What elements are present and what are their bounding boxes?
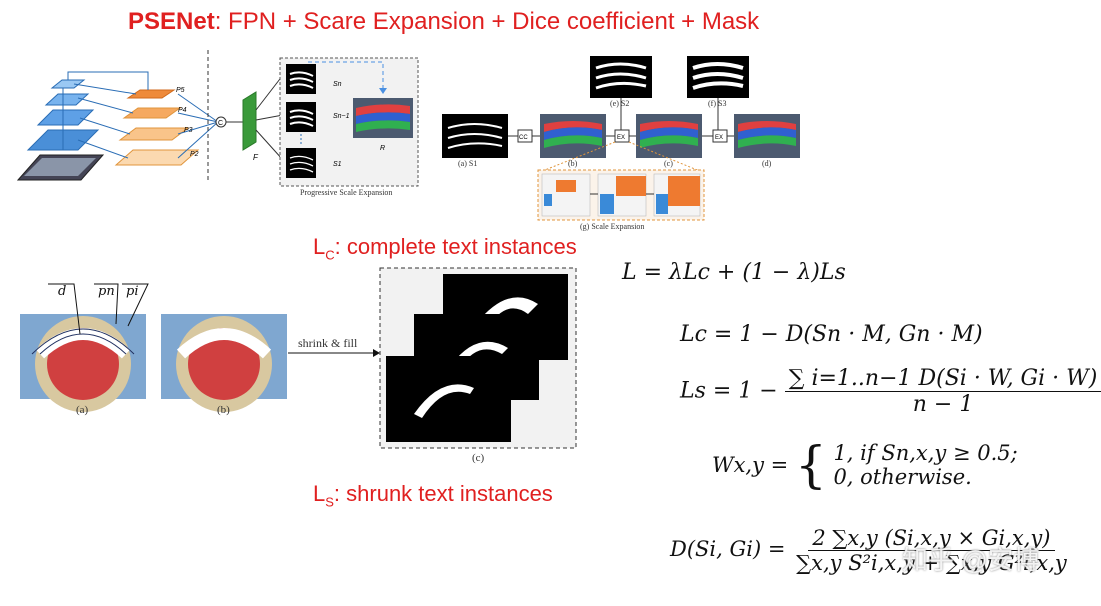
title-rest: : FPN + Scare Expansion + Dice coefficie…: [214, 8, 760, 35]
ls-main: L: [313, 481, 326, 506]
eq-lc: Lc = 1 − D(Sn · M, Gn · M): [680, 322, 983, 347]
label-p2: P2: [190, 151, 199, 158]
eq-dice: D(Si, Gi) = 2 ∑x,y (Si,x,y × Gi,x,y) ∑x,…: [670, 526, 1071, 575]
eq-d-frac: 2 ∑x,y (Si,x,y × Gi,x,y) ∑x,y S²i,x,y + …: [792, 526, 1071, 575]
lc-label: LC: complete text instances: [313, 234, 577, 262]
fpn-diagram: P5 P4 P3 P2 C F Sn Sn−1 S1 R: [16, 50, 419, 187]
label-p3: P3: [184, 127, 193, 134]
caption-d: (d): [762, 159, 772, 168]
label-pi: pi: [126, 284, 139, 299]
shrink-diagram: [20, 267, 577, 449]
label-f: F: [253, 153, 259, 162]
label-s1: S1: [333, 161, 342, 168]
op-ex-2: EX: [715, 135, 723, 141]
watermark: 知乎 @安博: [902, 545, 1040, 575]
scale-expansion-figure: CC EX EX (a) S1 (b) (c) (d) (e) S2 (f) S…: [440, 54, 810, 234]
title-bold: PSENet: [128, 8, 215, 35]
caption-bottom-a: (a): [76, 404, 89, 416]
lc-sub: C: [325, 247, 335, 263]
eq-d-den: ∑x,y S²i,x,y + ∑x,y G²i,x,y: [796, 551, 1067, 575]
eq-d-lhs: D(Si, Gi) =: [670, 537, 786, 561]
op-cc: CC: [519, 135, 528, 141]
eq-ls-den: n − 1: [912, 392, 974, 417]
eq-w-case2: 0, otherwise.: [833, 465, 972, 489]
label-c: C: [218, 120, 223, 127]
caption-bottom-c: (c): [472, 452, 485, 464]
eq-ls-num: ∑ i=1..n−1 D(Si · W, Gi · W): [784, 366, 1101, 392]
caption-c: (c): [664, 159, 673, 168]
label-d: d: [58, 284, 67, 299]
caption-f: (f) S3: [708, 99, 727, 108]
ls-sub: S: [325, 494, 334, 510]
caption-bottom-b: (b): [217, 404, 230, 416]
caption-a: (a) S1: [458, 159, 478, 168]
op-ex-1: EX: [617, 135, 625, 141]
eq-w-brace: {: [794, 436, 827, 494]
lc-rest: : complete text instances: [334, 234, 577, 259]
eq-w-case1: 1, if Sn,x,y ≥ 0.5;: [833, 441, 1018, 465]
eq-ls-frac: ∑ i=1..n−1 D(Si · W, Gi · W) n − 1: [784, 366, 1101, 417]
eq-w-cases: 1, if Sn,x,y ≥ 0.5; 0, otherwise.: [833, 441, 1017, 489]
eq-ls: Ls = 1 − ∑ i=1..n−1 D(Si · W, Gi · W) n …: [680, 366, 1101, 417]
label-sn: Sn: [333, 81, 342, 88]
caption-e: (e) S2: [610, 99, 630, 108]
label-p4: P4: [178, 107, 187, 114]
eq-w: Wx,y = { 1, if Sn,x,y ≥ 0.5; 0, otherwis…: [712, 440, 1018, 490]
eq-w-lhs: Wx,y =: [712, 453, 789, 477]
ls-rest: : shrunk text instances: [333, 481, 553, 506]
scale-expansion-diagram: CC EX EX: [442, 56, 800, 221]
ls-label: LS: shrunk text instances: [313, 481, 553, 509]
shrink-figure: d pn pi (a) (b) (c) shrink & fill: [18, 264, 583, 474]
label-p5: P5: [176, 87, 185, 94]
caption-b: (b): [568, 159, 578, 168]
label-r: R: [380, 145, 385, 152]
label-sn1: Sn−1: [333, 113, 350, 120]
eq-d-num: 2 ∑x,y (Si,x,y × Gi,x,y): [808, 526, 1055, 551]
fpn-caption: Progressive Scale Expansion: [300, 188, 393, 197]
eq-loss: L = λLc + (1 − λ)Ls: [622, 260, 846, 285]
slide-title: PSENet: FPN + Scare Expansion + Dice coe…: [128, 8, 759, 36]
caption-g: (g) Scale Expansion: [580, 222, 645, 231]
eq-ls-lhs: Ls = 1 −: [680, 378, 778, 404]
label-pn: pn: [98, 284, 115, 299]
lc-main: L: [313, 234, 326, 259]
fpn-figure: P5 P4 P3 P2 C F Sn Sn−1 S1 R Progressiv: [16, 50, 428, 200]
arrow-label: shrink & fill: [298, 336, 358, 350]
